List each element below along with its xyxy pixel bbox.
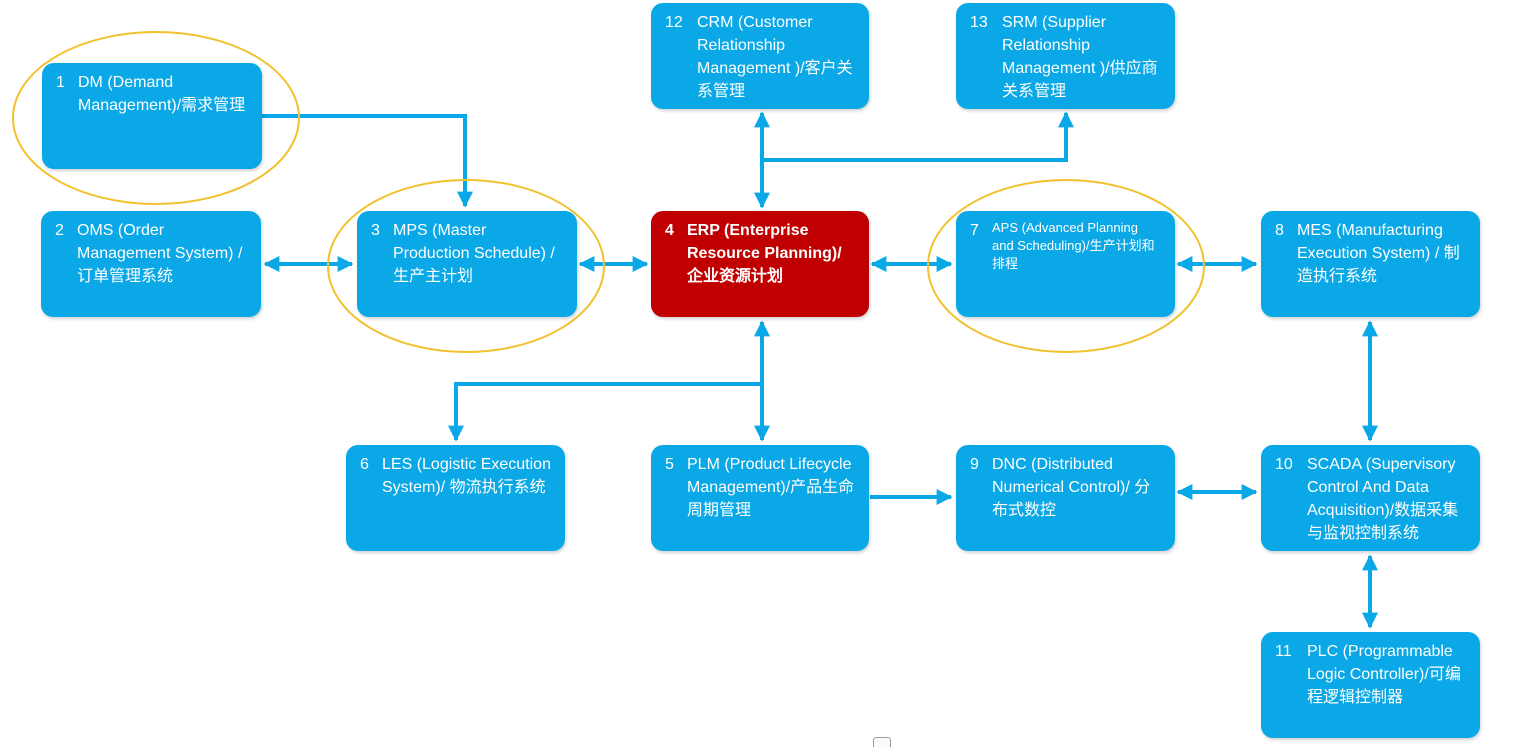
arrow-erp-les	[448, 382, 762, 442]
node-number: 9	[970, 456, 979, 473]
node-label: LES (Logistic Execution System)/ 物流执行系统	[382, 456, 551, 496]
node-label: MES (Manufacturing Execution System) / 制…	[1297, 222, 1460, 285]
node-label: APS (Advanced Planning and Scheduling)/生…	[992, 220, 1155, 271]
node-label: MPS (Master Production Schedule) /生产主计划	[393, 222, 555, 285]
node-label: CRM (Customer Relationship Management )/…	[697, 14, 853, 100]
node-aps: 7 APS (Advanced Planning and Scheduling)…	[956, 211, 1175, 317]
node-les: 6 LES (Logistic Execution System)/ 物流执行系…	[346, 445, 565, 551]
arrow-erp-srm	[762, 111, 1074, 162]
node-number: 1	[56, 74, 65, 91]
node-number: 12	[665, 14, 683, 31]
node-erp: 4 ERP (Enterprise Resource Planning)/企业资…	[651, 211, 869, 317]
node-number: 3	[371, 222, 380, 239]
highlight-ellipse-dm	[12, 31, 300, 205]
node-dnc: 9 DNC (Distributed Numerical Control)/ 分…	[956, 445, 1175, 551]
node-number: 13	[970, 14, 988, 31]
node-number: 7	[970, 222, 979, 239]
arrow-dm-mps	[262, 114, 473, 208]
node-number: 10	[1275, 456, 1293, 473]
node-dm: 1 DM (Demand Management)/需求管理	[42, 63, 262, 169]
node-label: ERP (Enterprise Resource Planning)/企业资源计…	[687, 222, 842, 285]
node-label: OMS (Order Management System) /订单管理系统	[77, 222, 243, 285]
paste-options-icon[interactable]	[873, 737, 891, 747]
node-mps: 3 MPS (Master Production Schedule) /生产主计…	[357, 211, 577, 317]
node-number: 5	[665, 456, 674, 473]
node-plc: 11 PLC (Programmable Logic Controller)/可…	[1261, 632, 1480, 738]
node-number: 11	[1275, 643, 1292, 660]
node-label: DNC (Distributed Numerical Control)/ 分布式…	[992, 456, 1151, 519]
node-mes: 8 MES (Manufacturing Execution System) /…	[1261, 211, 1480, 317]
node-crm: 12 CRM (Customer Relationship Management…	[651, 3, 869, 109]
node-number: 6	[360, 456, 369, 473]
node-label: PLC (Programmable Logic Controller)/可编程逻…	[1307, 643, 1461, 706]
node-plm: 5 PLM (Product Lifecycle Management)/产品生…	[651, 445, 869, 551]
node-scada: 10 SCADA (Supervisory Control And Data A…	[1261, 445, 1480, 551]
node-number: 8	[1275, 222, 1284, 239]
node-label: SCADA (Supervisory Control And Data Acqu…	[1307, 456, 1459, 542]
node-label: DM (Demand Management)/需求管理	[78, 74, 246, 114]
highlight-ellipse-mps	[327, 179, 605, 353]
node-label: SRM (Supplier Relationship Management )/…	[1002, 14, 1158, 100]
node-oms: 2 OMS (Order Management System) /订单管理系统	[41, 211, 261, 317]
node-number: 4	[665, 222, 674, 239]
node-number: 2	[55, 222, 64, 239]
node-label: PLM (Product Lifecycle Management)/产品生命周…	[687, 456, 855, 519]
highlight-ellipse-aps	[927, 179, 1205, 353]
node-srm: 13 SRM (Supplier Relationship Management…	[956, 3, 1175, 109]
